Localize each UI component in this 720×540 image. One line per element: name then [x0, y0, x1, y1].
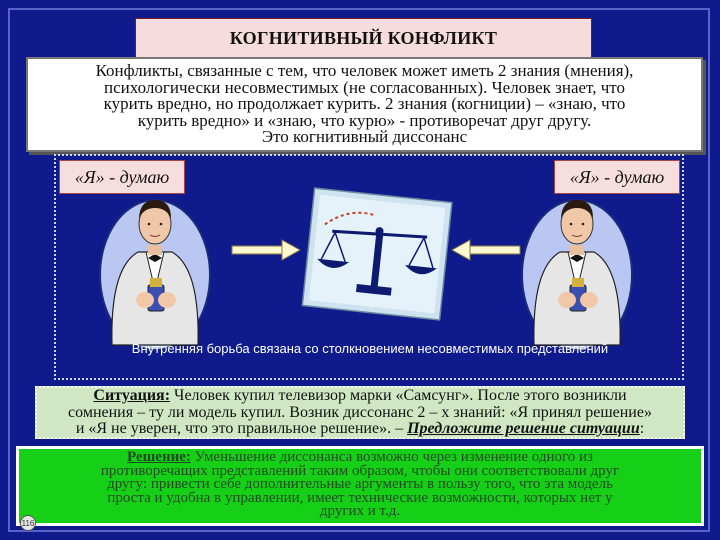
- man-left-icon: [99, 199, 211, 351]
- slide-frame: [8, 8, 710, 532]
- illustration-area: [54, 154, 684, 380]
- situation-heading: Ситуация:: [93, 387, 171, 404]
- situation-box: Ситуация: Человек купил телевизор марки …: [35, 386, 685, 439]
- intro-text-box: Конфликты, связанные с тем, что человек …: [26, 57, 703, 152]
- solution-line: других и т.д.: [319, 503, 401, 519]
- page-number-badge: 116: [20, 515, 36, 531]
- right-think-label: «Я» - думаю: [554, 160, 680, 194]
- situation-question: Предложите решение ситуации: [407, 420, 640, 437]
- solution-line: проста и удобна в управлении, имеет техн…: [107, 489, 613, 506]
- situation-tail: :: [639, 420, 645, 437]
- intro-line: Конфликты, связанные с тем, что человек …: [95, 61, 634, 80]
- solution-text: Уменьшение диссонанса возможно через изм…: [190, 449, 593, 465]
- balance-scale-icon: [301, 187, 453, 321]
- situation-text: Человек купил телевизор марки «Самсунг».…: [170, 387, 627, 404]
- arrow-right-icon: [231, 239, 302, 261]
- arrow-left-icon: [450, 239, 521, 261]
- solution-line: Решение: Уменьшение диссонанса возможно …: [19, 449, 701, 465]
- solution-line: другу: привести себе дополнительные аргу…: [107, 476, 613, 492]
- situation-text: и «Я не уверен, что это правильное решен…: [75, 420, 408, 437]
- left-think-label: «Я» - думаю: [59, 160, 185, 194]
- situation-line: Ситуация: Человек купил телевизор марки …: [37, 387, 683, 405]
- solution-box: Решение: Уменьшение диссонанса возможно …: [16, 446, 704, 526]
- solution-line: противоречащих представлений таким образ…: [100, 462, 620, 479]
- intro-line: курить вредно, но продолжает курить. 2 з…: [103, 94, 626, 113]
- solution-heading: Решение:: [127, 449, 191, 465]
- man-right-icon: [521, 199, 633, 351]
- illustration-caption: Внутренняя борьба связана со столкновени…: [131, 341, 609, 356]
- situation-line: сомнения – ту ли модель купил. Возник ди…: [68, 403, 652, 421]
- intro-line: психологически несовместимых (не согласо…: [104, 77, 625, 97]
- intro-line: курить вредно» и «знаю, что курю» - прот…: [137, 110, 592, 130]
- intro-line: Это когнитивный диссонанс: [261, 127, 468, 146]
- situation-line: и «Я не уверен, что это правильное решен…: [37, 420, 683, 438]
